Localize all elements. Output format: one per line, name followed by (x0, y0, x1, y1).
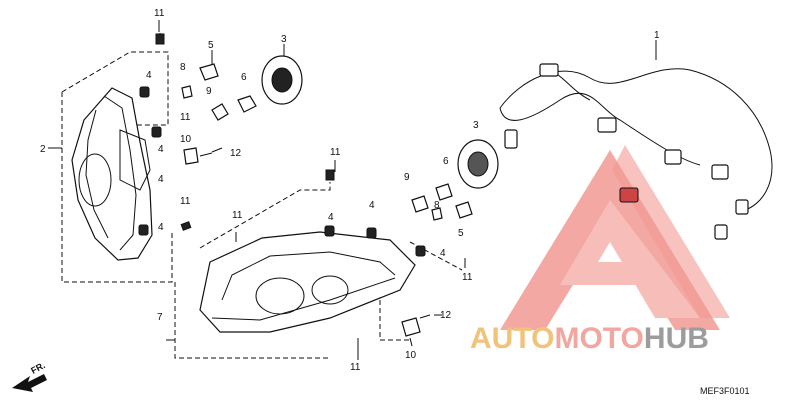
callout-4-c: 4 (158, 174, 164, 185)
callout-11-d: 11 (330, 147, 341, 158)
callout-4-d: 4 (158, 222, 164, 233)
right-bulb-parts (325, 139, 499, 221)
callout-5-left: 5 (208, 40, 214, 51)
callout-2: 2 (40, 144, 46, 155)
callout-8-right: 8 (434, 200, 440, 211)
svg-text:AUTOMOTOHUB: AUTOMOTOHUB (470, 322, 709, 355)
callout-12-right: 12 (440, 310, 452, 321)
front-label: FR. (29, 360, 46, 376)
leader-lines (48, 20, 657, 360)
diagram-code: MEF3F0101 (700, 386, 750, 396)
watermark-moto: MOTO (554, 322, 643, 355)
callout-4-g: 4 (440, 248, 446, 259)
callout-6-right: 6 (443, 156, 449, 167)
right-headlight-assembly (174, 182, 466, 359)
callout-4-e: 4 (328, 212, 334, 223)
left-bulb-parts (155, 33, 303, 231)
callout-11-g: 11 (350, 362, 361, 373)
watermark-hub: HUB (644, 322, 709, 355)
callout-7: 7 (157, 312, 163, 323)
callout-1: 1 (654, 30, 660, 41)
wire-harness (499, 63, 773, 240)
callout-10-right: 10 (405, 350, 417, 361)
callout-4-a: 4 (146, 70, 152, 81)
callout-11-c: 11 (180, 196, 191, 207)
callout-6-left: 6 (241, 72, 247, 83)
left-headlight-assembly (61, 51, 173, 283)
callout-5-right: 5 (458, 228, 464, 239)
callout-11-a: 11 (154, 8, 165, 19)
callout-9-right: 9 (404, 172, 410, 183)
callout-12-left: 12 (230, 148, 242, 159)
callout-11-e: 11 (232, 210, 243, 221)
callout-4-f: 4 (369, 200, 375, 211)
callout-11-f: 11 (462, 272, 473, 283)
callout-10-left: 10 (180, 134, 192, 145)
callouts: 1 2 3 3 4 4 4 4 4 4 4 5 5 6 6 7 8 8 9 9 … (40, 8, 660, 373)
front-direction-indicator: FR. (12, 360, 47, 392)
watermark-logo (500, 145, 730, 330)
callout-11-b: 11 (180, 112, 191, 123)
callout-9-left: 9 (206, 86, 212, 97)
callout-4-b: 4 (158, 144, 164, 155)
callout-3-left: 3 (281, 34, 287, 45)
callout-3-right: 3 (473, 120, 479, 131)
watermark-auto: AUTO (470, 322, 554, 355)
watermark-text: AUTOMOTOHUB (470, 322, 709, 355)
callout-8-left: 8 (180, 62, 186, 73)
